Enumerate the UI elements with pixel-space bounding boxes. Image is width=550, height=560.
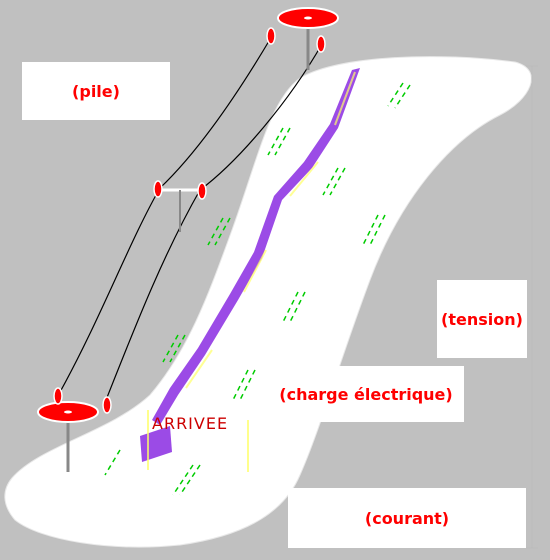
label-courant: (courant) xyxy=(288,488,526,548)
tension-measure xyxy=(526,65,538,549)
bottom-pulley xyxy=(37,387,112,472)
label-charge-electrique: (charge électrique) xyxy=(268,366,464,422)
arrival-sign: ARRIVEE xyxy=(152,414,229,433)
label-pile: (pile) xyxy=(22,62,170,120)
middle-pylon xyxy=(153,180,207,232)
label-tension: (tension) xyxy=(437,280,527,358)
arrival-gate xyxy=(147,410,249,472)
ski-slope xyxy=(4,56,532,548)
top-pulley xyxy=(266,7,339,70)
ski-tracks xyxy=(104,82,411,496)
